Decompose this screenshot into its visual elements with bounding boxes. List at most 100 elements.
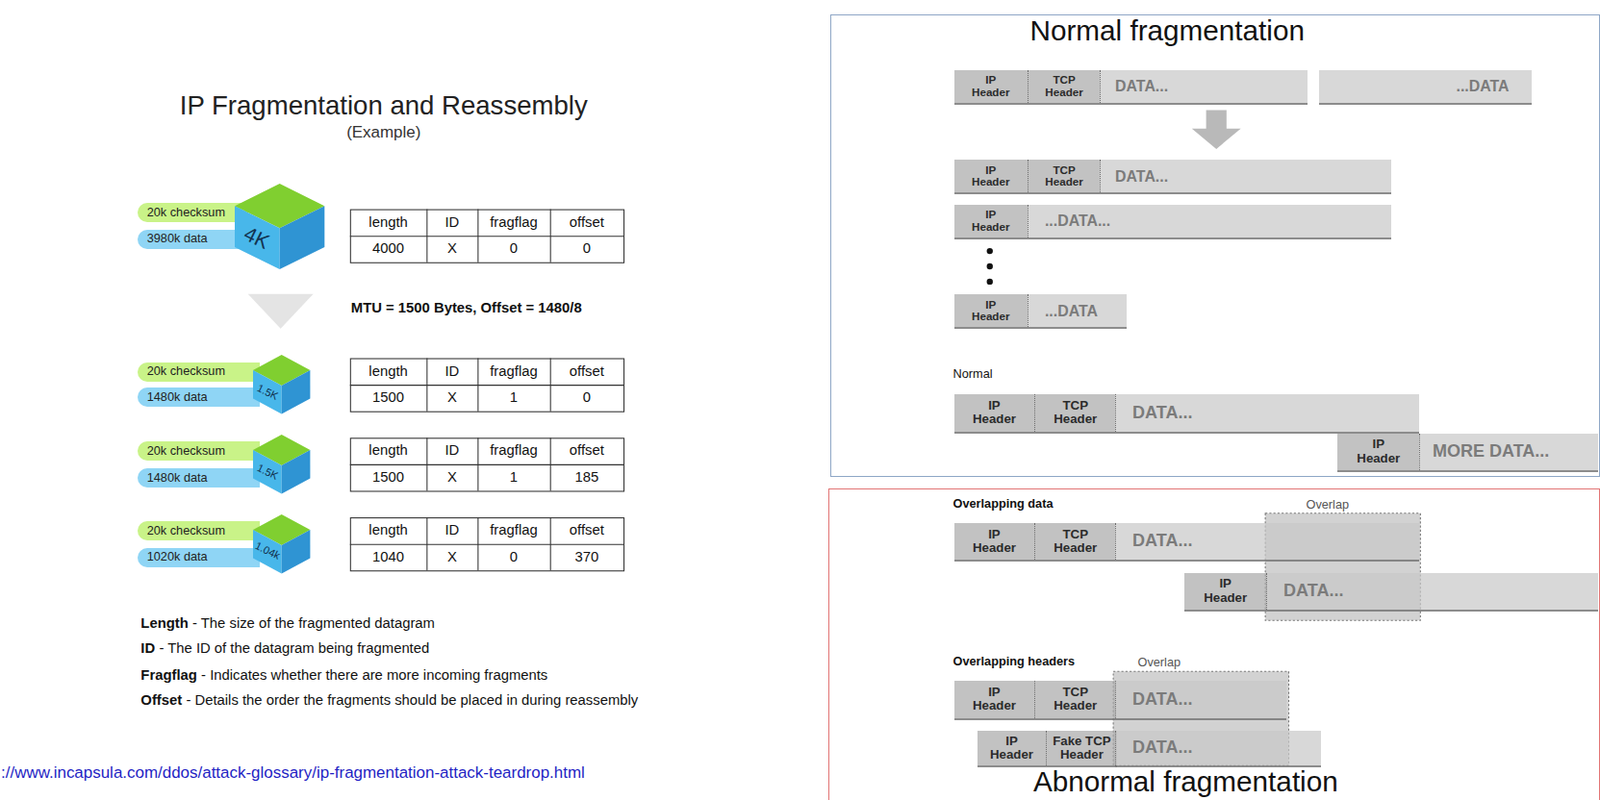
- split-triangle: [248, 294, 314, 330]
- definition: - Indicates whether there are more incom…: [201, 667, 548, 685]
- source-link: ://www.incapsula.com/ddos/attack-glossar…: [0, 763, 585, 784]
- definition-line: ID- The ID of the datagram being fragmen…: [140, 640, 430, 658]
- tag-text: 3980k data: [147, 232, 208, 246]
- table-header: fragflag: [477, 437, 550, 465]
- definition: - Details the order the fragments should…: [185, 692, 638, 710]
- tag-pill: 1020k data: [137, 548, 260, 568]
- data-segment: DATA...: [1099, 159, 1391, 193]
- header-text: IP Header: [971, 299, 1011, 325]
- table-header: offset: [550, 357, 624, 385]
- data-text: DATA...: [1132, 690, 1193, 711]
- continuation-dot: [987, 263, 993, 270]
- continuation-dot: [987, 248, 993, 254]
- diagram-title: IP Fragmentation and Reassembly: [179, 90, 588, 122]
- data-text: MORE DATA...: [1432, 442, 1550, 462]
- data-segment: DATA...: [1115, 394, 1420, 432]
- row-label: Normal: [953, 367, 993, 382]
- table-value: 0: [550, 235, 624, 263]
- cube-face: [253, 530, 282, 575]
- mtu-note: MTU = 1500 Bytes, Offset = 1480/8: [351, 300, 583, 317]
- header-segment: TCP Header: [1027, 159, 1100, 193]
- data-text: DATA...: [1115, 168, 1169, 185]
- table-header: length: [350, 208, 428, 236]
- header-text: IP Header: [972, 399, 1016, 428]
- header-text: Fake TCP Header: [1050, 735, 1115, 763]
- fragment-cube: 1.04k: [253, 514, 310, 575]
- header-text: IP Header: [971, 74, 1011, 100]
- tag-text: 20k checksum: [147, 365, 226, 379]
- data-segment: ...DATA: [1319, 70, 1532, 103]
- tag-text: 20k checksum: [147, 445, 226, 458]
- continuation-dot: [987, 279, 993, 285]
- tag-text: 1480k data: [147, 472, 208, 485]
- header-segment: TCP Header: [1034, 523, 1116, 560]
- cube-face: [279, 205, 326, 270]
- tag-pill: 20k checksum: [137, 362, 260, 382]
- term: Fragflag: [140, 667, 198, 685]
- header-segment: IP Header: [954, 159, 1028, 193]
- table-value: X: [426, 464, 478, 492]
- cube-face: [281, 370, 311, 415]
- table-value: 370: [550, 543, 624, 571]
- tag-pill: 20k checksum: [137, 203, 249, 223]
- header-text: TCP Header: [1044, 164, 1084, 190]
- field-table: [350, 357, 625, 412]
- header-text: IP Header: [972, 685, 1016, 714]
- data-segment: ...DATA...: [1027, 204, 1392, 238]
- table-header: ID: [426, 208, 478, 236]
- table-header: length: [350, 437, 428, 465]
- table-value: 0: [550, 384, 624, 412]
- panel-frame: Abnormal fragmentationIP HeaderTCP Heade…: [828, 488, 1600, 800]
- subtitle: (Example): [346, 123, 421, 143]
- header-segment: IP Header: [954, 681, 1036, 718]
- header-segment: IP Header: [1184, 573, 1267, 610]
- header-segment: TCP Header: [1034, 681, 1116, 718]
- table-value: 185: [550, 464, 624, 492]
- header-text: IP Header: [1203, 577, 1247, 606]
- table-header: ID: [426, 437, 478, 465]
- tag-text: 1480k data: [147, 391, 208, 405]
- table-grid: [350, 357, 624, 411]
- data-text: DATA...: [1132, 532, 1193, 552]
- term: Length: [140, 615, 188, 633]
- tag-pill: 20k checksum: [137, 521, 260, 541]
- row-label: Overlapping data: [953, 497, 1054, 512]
- header-text: IP Header: [972, 528, 1016, 557]
- data-text: ...DATA: [1044, 303, 1098, 320]
- table-header: ID: [426, 357, 478, 385]
- overlap-label: Overlap: [1138, 656, 1182, 671]
- cube-face: [281, 530, 311, 575]
- table-value: 1500: [350, 384, 428, 412]
- table-value: X: [426, 543, 478, 571]
- tag-pill: 1480k data: [137, 387, 260, 407]
- header-segment: IP Header: [954, 523, 1036, 560]
- cube-face: [253, 450, 282, 495]
- table-frame: [350, 518, 624, 572]
- data-segment: DATA...: [1115, 523, 1420, 560]
- data-text: DATA...: [1132, 738, 1193, 759]
- fragment-cube: 4K: [234, 183, 325, 270]
- table-header: fragflag: [477, 357, 550, 385]
- table-header: length: [350, 357, 428, 385]
- header-segment: IP Header: [977, 731, 1046, 766]
- header-segment: IP Header: [954, 394, 1036, 432]
- tag-pill: 1480k data: [137, 468, 260, 488]
- definition-line: Fragflag- Indicates whether there are mo…: [140, 667, 548, 685]
- header-segment: IP Header: [954, 204, 1028, 238]
- fragment-cube: 1.5K: [253, 355, 310, 415]
- table-grid: [350, 437, 624, 491]
- header-text: TCP Header: [1053, 399, 1097, 428]
- data-segment: DATA...: [1115, 681, 1287, 718]
- header-segment: Fake TCP Header: [1045, 731, 1118, 766]
- table-value: 1040: [350, 543, 428, 571]
- cube-face: [253, 370, 282, 415]
- definition: - The ID of the datagram being fragmente…: [158, 640, 430, 658]
- overlap-label: Overlap: [1306, 498, 1350, 513]
- tag-text: 20k checksum: [147, 525, 226, 538]
- table-grid: [350, 209, 624, 263]
- data-text: ...DATA: [1456, 77, 1510, 95]
- field-table: [350, 437, 625, 492]
- tag-text: 1020k data: [147, 551, 208, 564]
- table-header: offset: [550, 208, 624, 236]
- panel-title: Abnormal fragmentation: [1033, 766, 1339, 797]
